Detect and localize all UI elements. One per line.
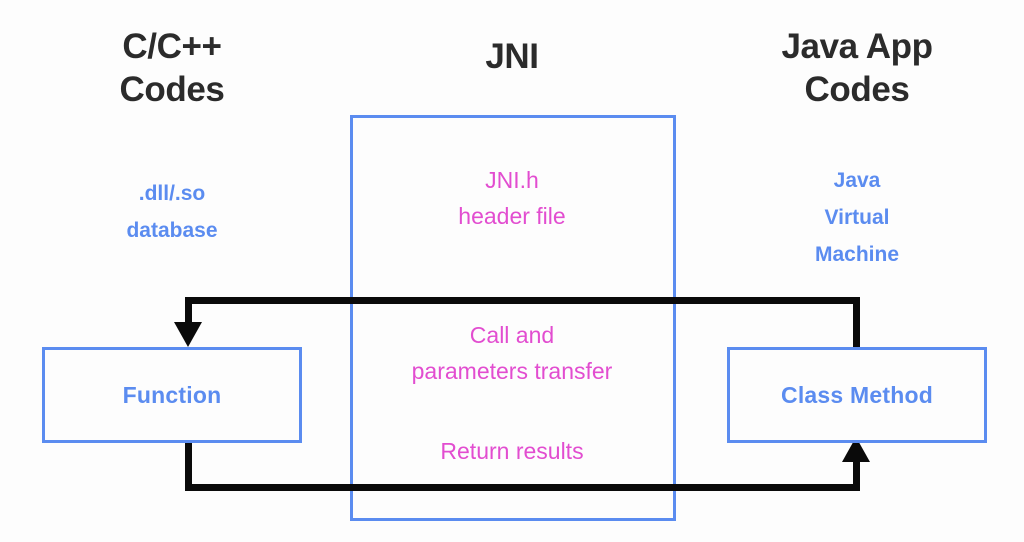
flow-call-horizontal-segment — [185, 297, 860, 304]
heading-c-cpp-codes: C/C++ Codes — [119, 27, 225, 109]
function-box: Function — [42, 347, 302, 443]
function-box-label: Function — [122, 381, 222, 408]
label-call-and-parameters-transfer: Call and parameters transfer — [411, 322, 613, 384]
flow-return-left-drop-segment — [185, 441, 192, 491]
class-method-box: Class Method — [727, 347, 987, 443]
caption-dll-so-database: .dll/.so database — [126, 182, 218, 242]
flow-return-horizontal-segment — [185, 484, 860, 491]
flow-return-right-riser-segment — [853, 460, 860, 491]
arrow-down-into-function-icon — [174, 322, 202, 347]
label-return-results: Return results — [440, 438, 584, 464]
flow-call-right-riser-segment — [853, 297, 860, 349]
heading-java-app-codes: Java App Codes — [781, 27, 933, 109]
class-method-box-label: Class Method — [781, 381, 933, 408]
flow-call-left-drop-segment — [185, 297, 192, 325]
label-jni-header-file: JNI.h header file — [458, 167, 566, 229]
heading-jni: JNI — [485, 37, 539, 76]
caption-java-virtual-machine: Java Virtual Machine — [814, 169, 900, 266]
jni-container-box — [350, 115, 676, 521]
